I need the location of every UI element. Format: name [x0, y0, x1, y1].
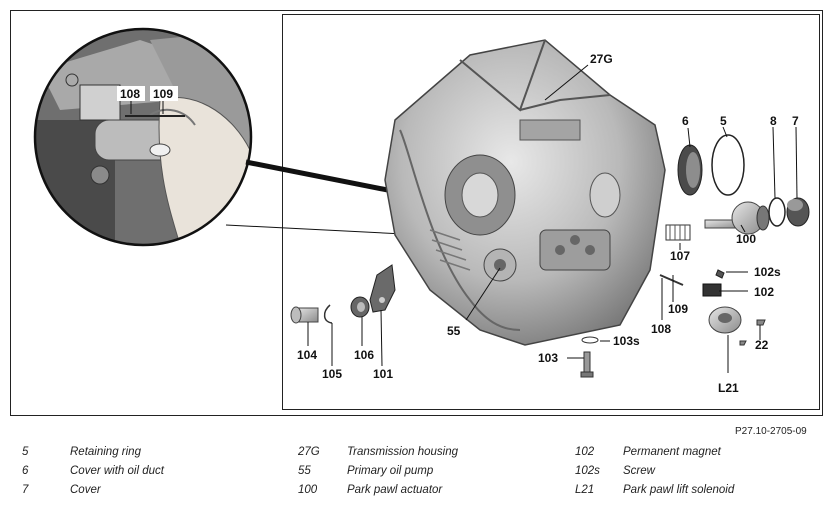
detail-label-bg — [150, 86, 178, 101]
legend-number: 102s — [575, 465, 600, 477]
detail-callout-108: 108 — [120, 87, 140, 101]
cover-part — [786, 197, 810, 227]
callout-102s: 102s — [754, 265, 781, 279]
pin-108-109-part — [659, 274, 684, 286]
legend-description: Cover with oil duct — [70, 465, 164, 477]
legend-number: 5 — [22, 446, 29, 458]
spring-part — [665, 224, 691, 241]
callout-104: 104 — [297, 348, 317, 362]
callout-106: 106 — [354, 348, 374, 362]
part-106 — [350, 296, 370, 318]
screw-22-part — [756, 319, 766, 326]
callout-103: 103 — [538, 351, 558, 365]
detail-label-bg — [117, 86, 145, 101]
o-ring-part — [768, 197, 786, 227]
legend: 5 Retaining ring 6 Cover with oil duct 7… — [0, 442, 833, 502]
legend-number: 55 — [298, 465, 311, 477]
screw-22-part — [739, 340, 747, 346]
legend-number: 100 — [298, 484, 318, 496]
callout-8: 8 — [770, 114, 777, 128]
callout-103s: 103s — [613, 334, 640, 348]
park-pawl-actuator-part — [704, 201, 770, 235]
part-104 — [290, 306, 319, 324]
callout-5: 5 — [720, 114, 727, 128]
permanent-magnet-part — [702, 269, 725, 297]
legend-description: Permanent magnet — [623, 446, 721, 458]
legend-number: 6 — [22, 465, 29, 477]
callout-100: 100 — [736, 232, 756, 246]
leader-lines — [307, 64, 798, 373]
screw-103s-part — [581, 336, 599, 344]
legend-description: Retaining ring — [70, 446, 141, 458]
legend-description: Primary oil pump — [347, 465, 434, 477]
legend-number: 102 — [575, 446, 595, 458]
retaining-ring-part — [711, 134, 745, 196]
callout-7: 7 — [792, 114, 799, 128]
callout-101: 101 — [373, 367, 393, 381]
detail-view — [33, 27, 253, 247]
callout-22: 22 — [755, 338, 769, 352]
exploded-view-frame — [282, 14, 820, 410]
callout-105: 105 — [322, 367, 342, 381]
callout-6: 6 — [682, 114, 689, 128]
exploded-view-drawing: 27G 6 5 8 7 100 107 102s 102 109 108 22 … — [33, 27, 810, 395]
figure-reference: P27.10-2705-09 — [735, 426, 807, 437]
screw-103-part — [580, 351, 594, 378]
callout-27g: 27G — [590, 52, 613, 66]
legend-description: Cover — [70, 484, 101, 496]
legend-description: Transmission housing — [347, 446, 459, 458]
detail-callout-109: 109 — [153, 87, 173, 101]
callout-108: 108 — [651, 322, 671, 336]
callout-107: 107 — [670, 249, 690, 263]
callout-55: 55 — [447, 324, 461, 338]
legend-number: 7 — [22, 484, 29, 496]
legend-description: Screw — [623, 465, 655, 477]
part-105 — [323, 304, 333, 324]
callout-109: 109 — [668, 302, 688, 316]
legend-number: L21 — [575, 484, 595, 496]
transmission-housing — [384, 39, 666, 346]
legend-description: Park pawl actuator — [347, 484, 443, 496]
legend-number: 27G — [298, 446, 320, 458]
cover-with-oil-duct-part — [677, 144, 703, 196]
callout-l21: L21 — [718, 381, 739, 395]
legend-description: Park pawl lift solenoid — [623, 484, 735, 496]
callout-102: 102 — [754, 285, 774, 299]
part-101 — [369, 264, 396, 313]
park-pawl-lift-solenoid-part — [708, 306, 742, 334]
